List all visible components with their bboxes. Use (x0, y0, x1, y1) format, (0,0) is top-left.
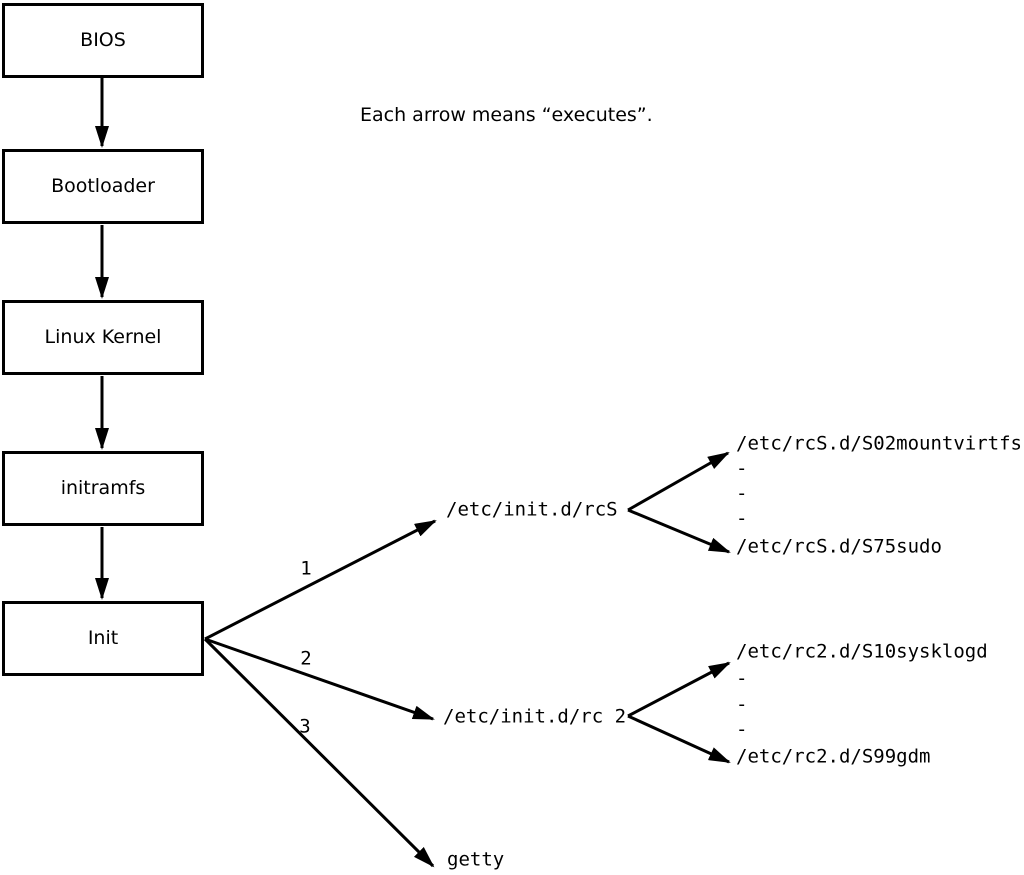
legend-note: Each arrow means “executes”. (360, 104, 653, 126)
node-rcs: /etc/init.d/rcS (446, 498, 618, 521)
box-initramfs-label: initramfs (60, 477, 146, 499)
arrow-rcs-s75sudo (627, 508, 731, 554)
box-linux-kernel-label: Linux Kernel (44, 326, 162, 348)
box-bootloader: Bootloader (2, 149, 204, 224)
node-rc2: /etc/init.d/rc 2 (443, 705, 627, 728)
rc2-script-item: /etc/rc2.d/S99gdm (736, 745, 931, 768)
rcs-script-item: - (736, 482, 748, 505)
rcs-script-item: - (736, 507, 748, 530)
box-bootloader-label: Bootloader (51, 175, 155, 197)
box-init-label: Init (87, 627, 119, 649)
box-initramfs: initramfs (2, 451, 204, 526)
arrow-init-getty (203, 637, 435, 868)
rcs-script-item: /etc/rcS.d/S75sudo (736, 535, 942, 558)
node-getty: getty (447, 848, 505, 871)
box-bios-label: BIOS (80, 29, 126, 51)
rc2-script-item: /etc/rc2.d/S10sysklogd (736, 640, 988, 663)
rc2-script-item: - (736, 693, 748, 716)
arrow-rc2-s99gdm (627, 714, 731, 764)
branch-1-number: 1 (300, 557, 312, 580)
box-init: Init (2, 601, 204, 676)
arrow-rcs-s02mountvirtfs (627, 451, 730, 512)
rc2-script-item: - (736, 667, 748, 690)
rc2-script-item: - (736, 718, 748, 741)
rcs-script-item: - (736, 457, 748, 480)
box-bios: BIOS (2, 3, 204, 78)
box-linux-kernel: Linux Kernel (2, 300, 204, 375)
arrow-init-rc2 (204, 637, 435, 721)
rcs-script-item: /etc/rcS.d/S02mountvirtfs (736, 432, 1022, 455)
branch-2-number: 2 (300, 647, 312, 670)
arrow-rc2-s10sysklogd (627, 661, 731, 718)
branch-3-number: 3 (299, 715, 311, 738)
arrow-init-rcs (204, 519, 437, 641)
